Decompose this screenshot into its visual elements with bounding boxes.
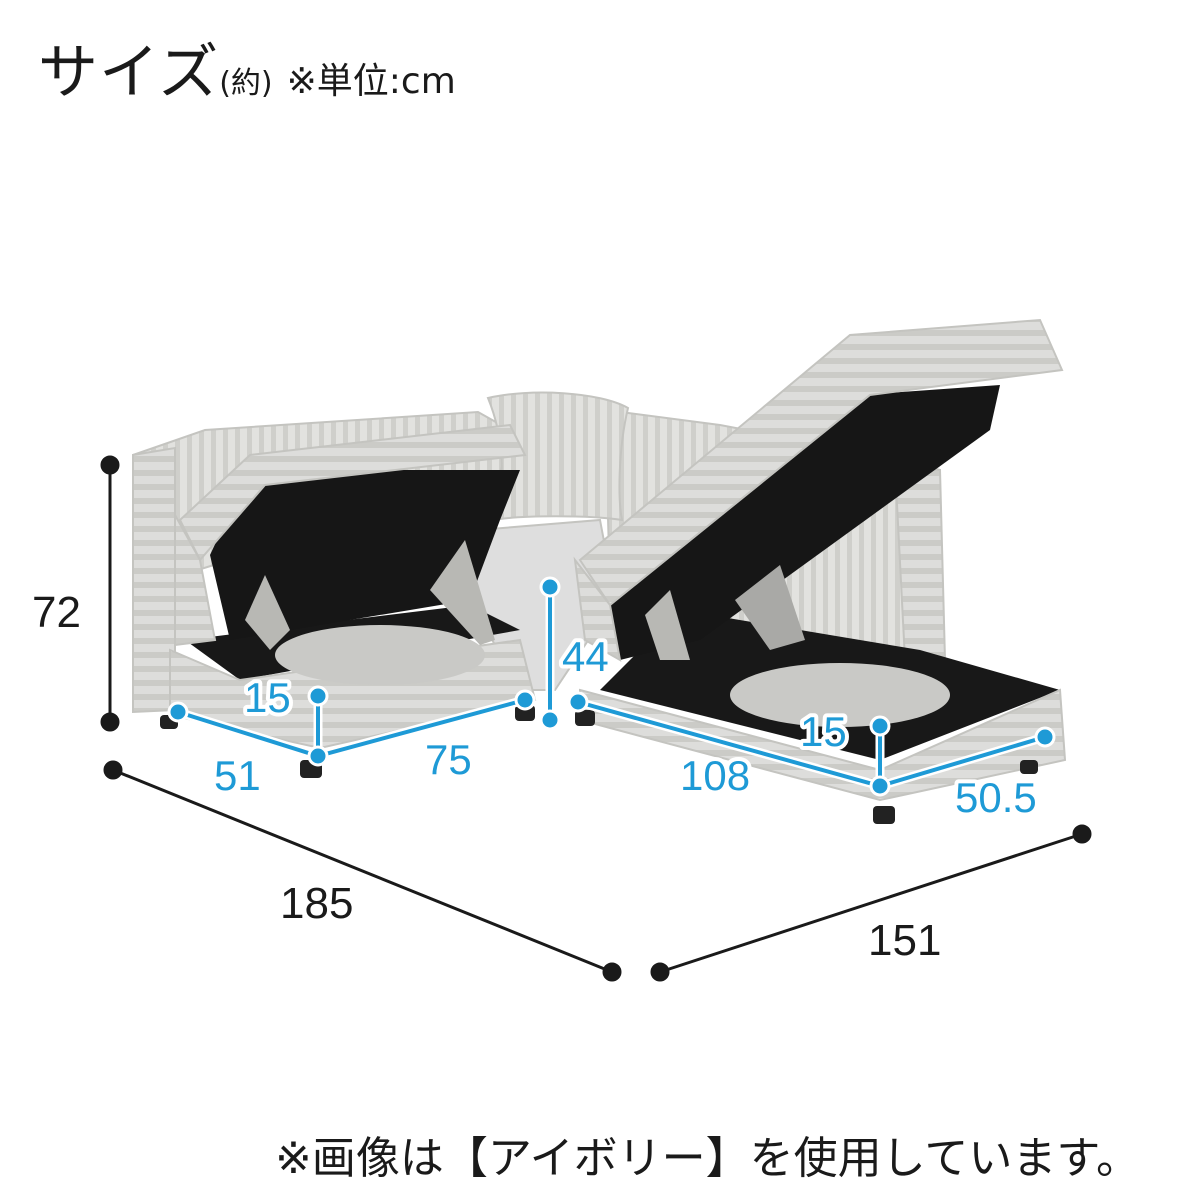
sofa-illustration <box>132 318 1067 824</box>
seat-height-label: 44 <box>562 633 609 680</box>
right-width-label: 50.5 <box>955 774 1037 821</box>
width-label: 185 <box>280 879 353 928</box>
left-width-label: 75 <box>425 736 472 783</box>
title-main: サイズ <box>38 38 220 108</box>
page-title: サイズ(約) ※単位:cm <box>38 24 456 111</box>
right-lid-edge <box>573 556 622 662</box>
color-note: ※画像は【アイボリー】を使用しています。 <box>275 1133 1140 1184</box>
title-sub: (約) <box>219 66 273 101</box>
sofa-leg <box>873 806 895 824</box>
detail-dimensions-blue <box>167 576 1056 797</box>
right-lid-flap <box>735 565 805 650</box>
sofa-leg <box>1020 760 1038 774</box>
left-box-cushion <box>275 625 485 685</box>
left-lid-flap-2 <box>245 575 290 650</box>
left-lid-flap <box>430 540 495 645</box>
right-lid-flap-2 <box>645 590 690 660</box>
right-box-height-label: 15 <box>800 708 847 755</box>
left-depth-label: 51 <box>214 752 261 799</box>
right-box-cushion <box>730 663 950 727</box>
overall-dimensions <box>100 455 1092 982</box>
sofa-right-arm <box>893 463 947 661</box>
sofa-left-arm <box>132 446 176 714</box>
title-unit: ※単位:cm <box>286 61 456 102</box>
right-length-label: 108 <box>680 752 750 799</box>
left-lid-edge <box>174 511 217 647</box>
height-label: 72 <box>32 588 81 637</box>
right-lid-inside <box>605 385 1000 660</box>
sofa-leg <box>575 710 595 726</box>
left-box-height-label: 15 <box>244 674 291 721</box>
detail-labels: 15 51 75 44 108 15 50.5 <box>210 629 1041 825</box>
depth-label: 151 <box>868 916 941 965</box>
